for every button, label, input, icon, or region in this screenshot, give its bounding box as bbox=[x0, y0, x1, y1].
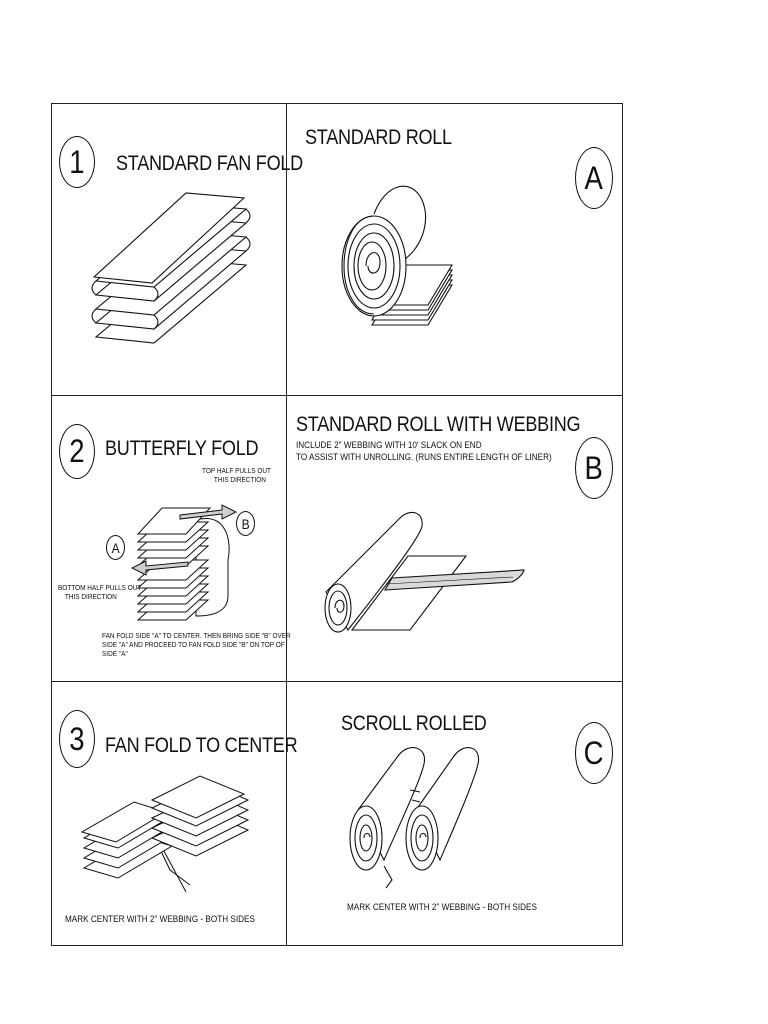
side-a-marker: A bbox=[106, 535, 125, 560]
roll-title-a: STANDARD ROLL bbox=[305, 126, 452, 149]
bottom-half-note: BOTTOM HALF PULLS OUT THIS DIRECTION bbox=[58, 583, 141, 601]
panel-title-3: FAN FOLD TO CENTER bbox=[105, 734, 298, 757]
top-note-line-1: TOP HALF PULLS OUT bbox=[202, 466, 271, 475]
roll-title-c: SCROLL ROLLED bbox=[341, 712, 487, 735]
bottom-note-line-1: BOTTOM HALF PULLS OUT bbox=[58, 583, 142, 592]
top-note-line-2: THIS DIRECTION bbox=[213, 475, 266, 484]
panel-number-2: 2 bbox=[59, 424, 95, 479]
instruction-line-2: SIDE "A" AND PROCEED TO FAN FOLD SIDE "B… bbox=[102, 640, 285, 649]
row-divider-2 bbox=[52, 681, 622, 682]
panel-number-3: 3 bbox=[59, 710, 95, 768]
diagram-grid bbox=[51, 103, 623, 946]
panel-title-2: BUTTERFLY FOLD bbox=[105, 437, 259, 460]
roll-title-b: STANDARD ROLL WITH WEBBING bbox=[296, 413, 581, 436]
roll-letter-a: A bbox=[575, 147, 613, 209]
butterfly-instructions: FAN FOLD SIDE "A" TO CENTER. THEN BRING … bbox=[102, 631, 291, 658]
panel-number-1: 1 bbox=[59, 136, 95, 188]
column-divider bbox=[286, 104, 287, 945]
scroll-rolled-caption: MARK CENTER WITH 2" WEBBING - BOTH SIDES bbox=[347, 902, 537, 913]
side-b-marker: B bbox=[236, 511, 255, 536]
bottom-note-line-2: THIS DIRECTION bbox=[64, 592, 117, 601]
fan-fold-center-caption: MARK CENTER WITH 2" WEBBING - BOTH SIDES bbox=[65, 914, 255, 925]
roll-letter-c: C bbox=[575, 722, 613, 784]
webbing-note-line-1: INCLUDE 2" WEBBING WITH 10' SLACK ON END bbox=[296, 440, 482, 451]
instruction-line-3: SIDE "A" bbox=[102, 649, 128, 658]
panel-title-1: STANDARD FAN FOLD bbox=[116, 152, 303, 175]
top-half-note: TOP HALF PULLS OUT THIS DIRECTION bbox=[202, 466, 271, 484]
webbing-note: INCLUDE 2" WEBBING WITH 10' SLACK ON END… bbox=[296, 440, 552, 464]
roll-letter-b: B bbox=[575, 437, 613, 499]
row-divider-1 bbox=[52, 395, 622, 396]
webbing-note-line-2: TO ASSIST WITH UNROLLING. (RUNS ENTIRE L… bbox=[296, 452, 552, 463]
instruction-line-1: FAN FOLD SIDE "A" TO CENTER. THEN BRING … bbox=[102, 631, 291, 640]
